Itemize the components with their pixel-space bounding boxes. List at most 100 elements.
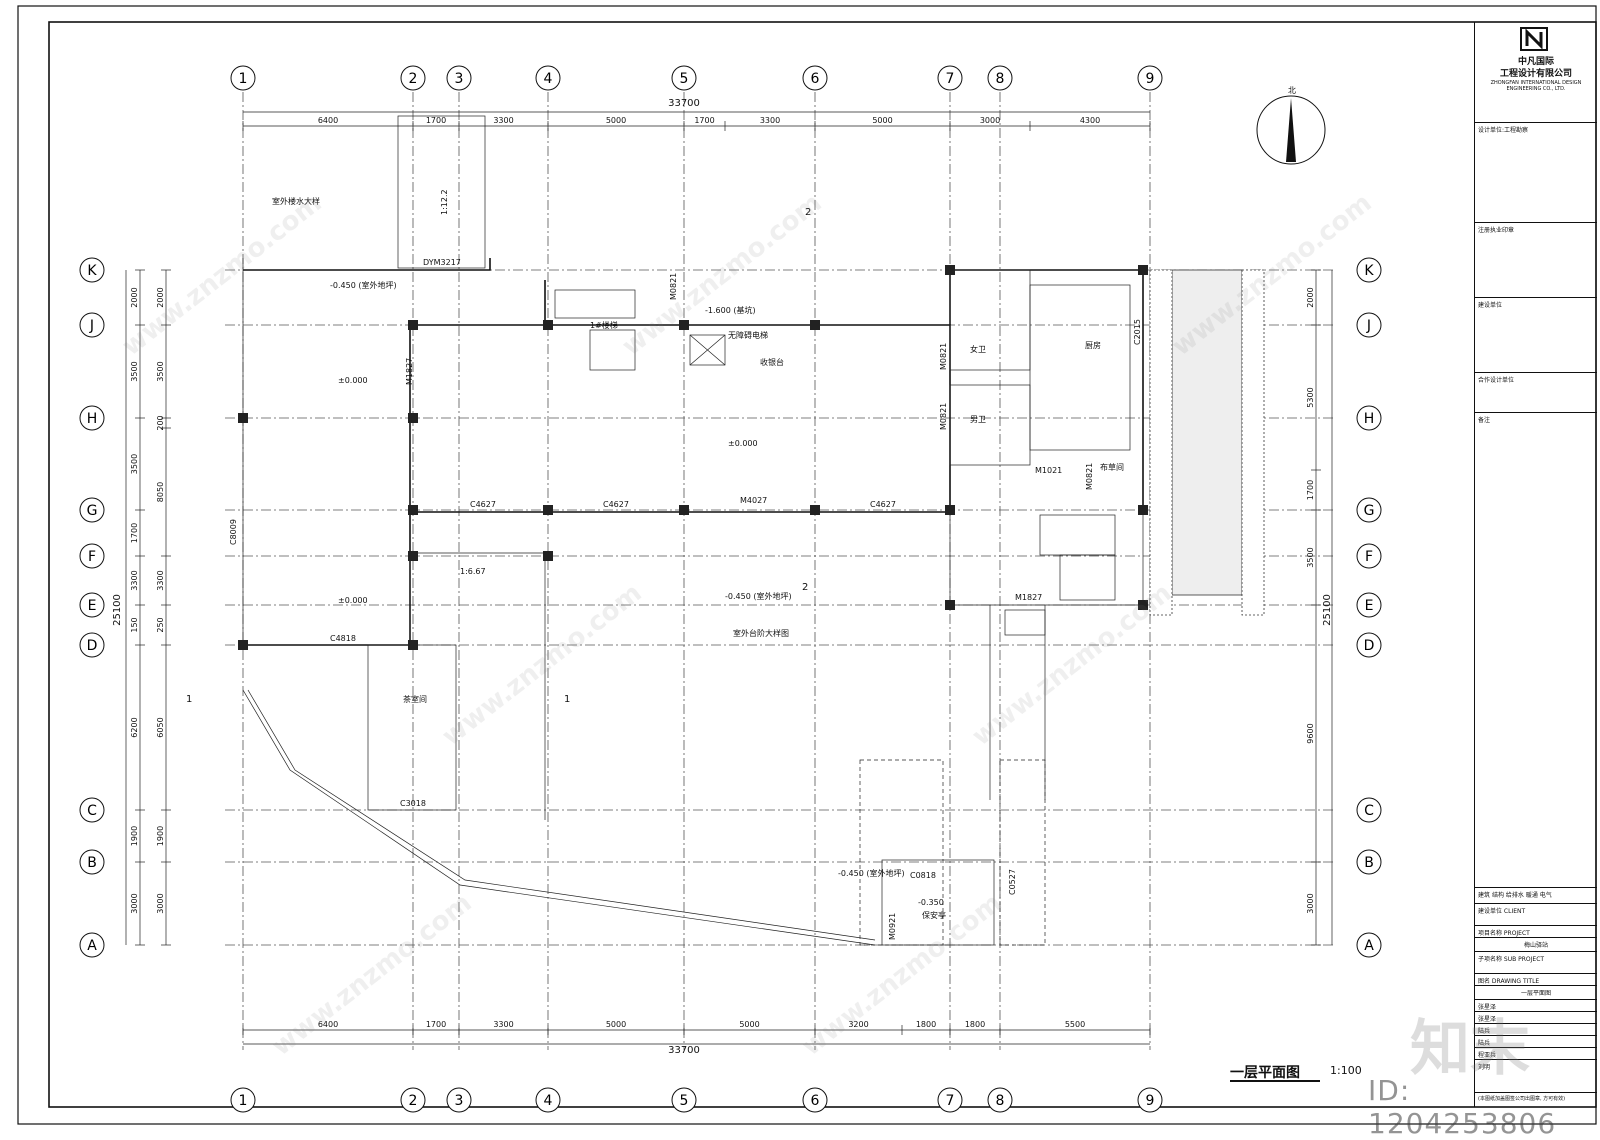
axis-label-x: 7 [946, 71, 955, 87]
axis-label-y: E [88, 598, 97, 614]
axis-bubble-y [79, 592, 105, 618]
structural-column [238, 640, 248, 650]
dim-total-top: 33700 [668, 98, 700, 109]
dim-left-a: 2000 [130, 287, 139, 307]
structural-column [810, 505, 820, 515]
drawing-title: 一层平面图 [1230, 1065, 1300, 1081]
tb-signer-5: 程亚兵 [1475, 1047, 1597, 1059]
structural-column [810, 320, 820, 330]
structural-column [543, 551, 553, 561]
dim-top: 4300 [1080, 116, 1100, 125]
axis-label-x: 1 [239, 1093, 248, 1109]
structural-column [408, 640, 418, 650]
dim-right: 3000 [1306, 893, 1315, 913]
tb-disc-elec: 电气 [1539, 892, 1552, 899]
axis-bubble-x [802, 65, 828, 91]
tb-signer-4: 陆兵 [1475, 1035, 1597, 1047]
dw-M0921: M0921 [888, 913, 897, 940]
axis-bubble-y [79, 497, 105, 523]
axis-bubble-x [671, 65, 697, 91]
axis-label-y: H [87, 411, 98, 427]
axis-label-x: 3 [455, 1093, 464, 1109]
structural-column [1138, 505, 1148, 515]
dw-M0821-b: M0821 [939, 343, 948, 370]
detail-ref-a: 室外楼水大样 [272, 196, 320, 206]
dw-C4627-c: C4627 [870, 500, 896, 509]
axis-label-y: C [1364, 803, 1374, 819]
axis-label-y: F [1365, 549, 1373, 565]
axis-bubble-y [79, 632, 105, 658]
dw-C4818: C4818 [330, 634, 356, 643]
axis-bubble-x [400, 65, 426, 91]
slope-label: 1:12.2 [440, 189, 449, 215]
north-label: 北 [1288, 86, 1296, 95]
axis-bubble-y [1356, 257, 1382, 283]
company-name-en: ZHONGFAN INTERNATIONAL DESIGN ENGINEERIN… [1490, 80, 1582, 92]
dim-right: 1700 [1306, 480, 1315, 500]
axis-bubble-y [1356, 497, 1382, 523]
section-mark-mid: 2 [802, 582, 808, 593]
dw-M4027: M4027 [740, 496, 767, 505]
structural-column [238, 413, 248, 423]
axis-bubble-x [1137, 65, 1163, 91]
axis-bubble-x [1137, 1087, 1163, 1113]
dim-left-b: 3300 [156, 570, 165, 590]
title-block: 中凡国际 工程设计有限公司 ZHONGFAN INTERNATIONAL DES… [1474, 22, 1597, 1107]
dim-top: 6400 [318, 116, 338, 125]
dw-M1021: M1021 [1035, 466, 1062, 475]
axis-bubble-x [987, 65, 1013, 91]
axis-label-x: 9 [1146, 1093, 1155, 1109]
dim-left-b: 2000 [156, 287, 165, 307]
company-logo-icon [1520, 27, 1548, 51]
axis-label-y: C [87, 803, 97, 819]
structural-column [1138, 600, 1148, 610]
axis-bubble-x [400, 1087, 426, 1113]
section-mark-left: 1 [186, 694, 192, 705]
axis-label-y: D [1364, 638, 1375, 654]
tb-project-name: 梅山驿站 [1475, 937, 1597, 951]
axis-bubble-x [671, 1087, 697, 1113]
axis-bubble-y [79, 543, 105, 569]
axis-label-x: 8 [996, 71, 1005, 87]
axis-label-x: 5 [680, 1093, 689, 1109]
axis-label-y: A [87, 938, 97, 954]
dim-total-right: 25100 [1322, 594, 1333, 626]
room-cashier: 收银台 [760, 357, 784, 367]
title-underline [1230, 1080, 1320, 1082]
dw-M1827: M1827 [405, 358, 414, 385]
tb-project-label: 项目名称 PROJECT [1475, 925, 1597, 937]
axis-bubble-y [1356, 312, 1382, 338]
dim-top: 1700 [694, 116, 714, 125]
drawing-scale: 1:100 [1330, 1064, 1362, 1077]
axis-bubble-y [79, 405, 105, 431]
axis-label-x: 6 [811, 1093, 820, 1109]
axis-bubble-x [937, 1087, 963, 1113]
axis-label-y: A [1364, 938, 1374, 954]
dw-M0821: M0821 [669, 273, 678, 300]
elev-1: ±0.000 [728, 439, 758, 448]
dim-top: 5000 [872, 116, 892, 125]
dim-top: 5000 [606, 116, 626, 125]
axis-bubble-x [987, 1087, 1013, 1113]
dw-M1827-b: M1827 [1015, 593, 1042, 602]
dim-right: 5300 [1306, 387, 1315, 407]
room-linen: 布草间 [1100, 462, 1124, 472]
dw-C0818: C0818 [910, 871, 936, 880]
dim-left-a: 1700 [130, 523, 139, 543]
axis-bubble-x [446, 65, 472, 91]
section-mark-top: 2 [805, 207, 811, 218]
axis-label-y: J [1366, 318, 1371, 334]
dim-top: 3000 [980, 116, 1000, 125]
axis-label-y: H [1364, 411, 1375, 427]
axis-label-x: 5 [680, 71, 689, 87]
structural-column [679, 320, 689, 330]
elev-4: ±0.000 [338, 376, 368, 385]
tb-notes: 备注 [1475, 412, 1597, 887]
axis-bubble-y [79, 312, 105, 338]
structural-column [679, 505, 689, 515]
room-kitchen: 厨房 [1085, 340, 1101, 350]
axis-bubble-y [79, 849, 105, 875]
axis-label-y: J [89, 318, 94, 334]
dim-left-a: 150 [130, 617, 139, 632]
